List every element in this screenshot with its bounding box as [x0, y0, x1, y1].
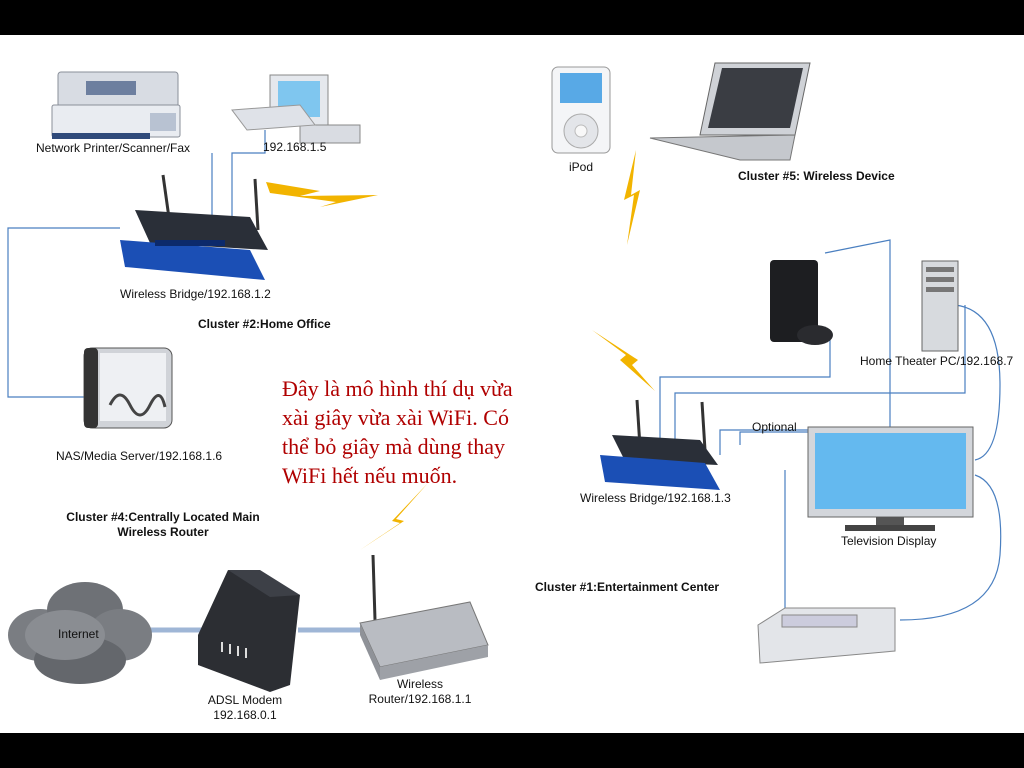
- label-wireless-bridge-ent: Wireless Bridge/192.168.1.3: [580, 491, 731, 505]
- label-home-theater-pc: Home Theater PC/192.168.7: [860, 354, 1013, 368]
- wifi-bolt-icon: [624, 150, 640, 245]
- label-adsl-line2: 192.168.0.1: [195, 708, 295, 722]
- label-router-line1: Wireless: [355, 677, 485, 691]
- wifi-bolt-icon: [592, 330, 655, 391]
- printer-icon: [52, 72, 180, 139]
- label-tv: Television Display: [841, 534, 936, 548]
- annotation-line: Đây là mô hình thí dụ vừa: [282, 374, 582, 403]
- label-network-printer: Network Printer/Scanner/Fax: [36, 141, 190, 155]
- laptop-icon: [650, 63, 810, 160]
- label-cluster2: Cluster #2:Home Office: [198, 317, 331, 331]
- label-cluster4-line1: Cluster #4:Centrally Located Main: [58, 510, 268, 524]
- annotation-line: WiFi hết nếu muốn.: [282, 461, 582, 490]
- label-ipod: iPod: [569, 160, 593, 174]
- label-internet: Internet: [58, 627, 99, 641]
- router-icon: [120, 175, 268, 280]
- modem-icon: [198, 570, 300, 692]
- label-optional: Optional: [752, 420, 797, 434]
- router-icon: [360, 555, 488, 680]
- annotation-line: thể bỏ giây mà dùng thay: [282, 432, 582, 461]
- annotation-line: xài giây vừa xài WiFi. Có: [282, 403, 582, 432]
- annotation-text: Đây là mô hình thí dụ vừa xài giây vừa x…: [282, 374, 582, 490]
- label-nas: NAS/Media Server/192.168.1.6: [56, 449, 222, 463]
- nas-icon: [84, 348, 172, 428]
- ipod-icon: [552, 67, 610, 153]
- wifi-bolt-icon: [360, 483, 428, 550]
- label-adsl-line1: ADSL Modem: [195, 693, 295, 707]
- game-console-icon: [770, 260, 833, 345]
- label-router-line2: Router/192.168.1.1: [355, 692, 485, 706]
- label-cluster5: Cluster #5: Wireless Device: [738, 169, 895, 183]
- wire-bridge-console: [660, 335, 830, 445]
- network-diagram: Network Printer/Scanner/Fax 192.168.1.5 …: [0, 35, 1024, 733]
- tv-icon: [808, 427, 973, 531]
- label-cluster1: Cluster #1:Entertainment Center: [535, 580, 719, 594]
- set-top-box-icon: [758, 608, 895, 663]
- desktop-computer-icon: [232, 75, 360, 143]
- label-desktop-ip: 192.168.1.5: [263, 140, 326, 154]
- tower-pc-icon: [922, 261, 958, 351]
- label-wireless-bridge-office: Wireless Bridge/192.168.1.2: [120, 287, 271, 301]
- label-cluster4-line2: Wireless Router: [58, 525, 268, 539]
- wifi-bolt-icon: [266, 182, 378, 207]
